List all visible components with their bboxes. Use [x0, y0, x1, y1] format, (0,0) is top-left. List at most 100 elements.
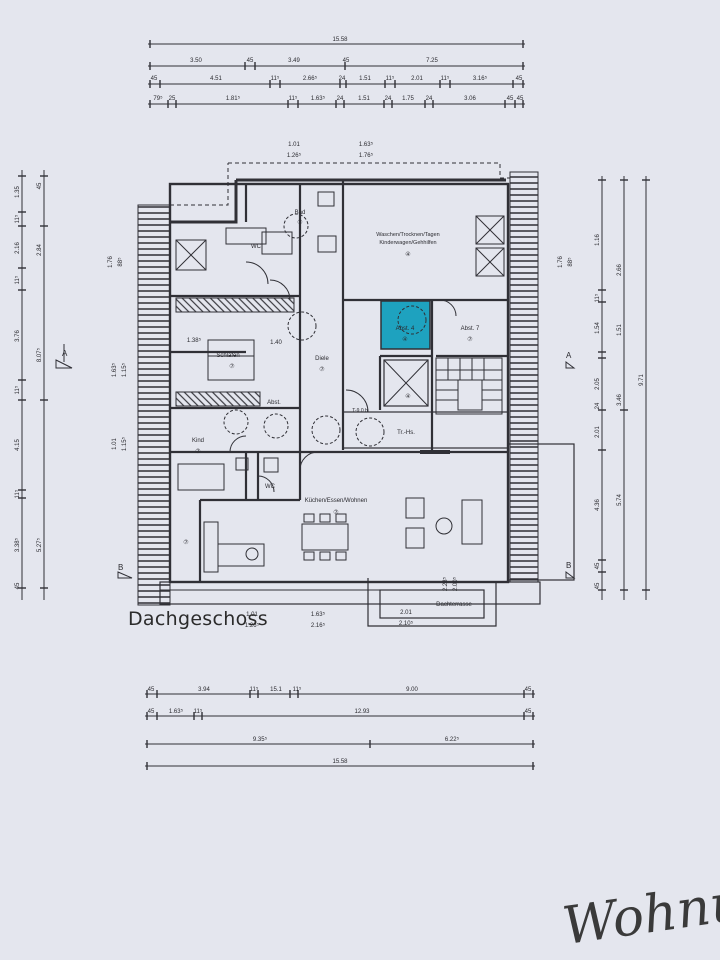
dim-label: 45	[595, 562, 601, 569]
dim-label: 9.00	[406, 687, 418, 693]
dim-label: 1.76	[108, 256, 114, 268]
dim-label: 2.84	[37, 244, 43, 256]
section-mark-b-left: B	[118, 563, 123, 572]
dim-label: 9.35⁵	[253, 736, 268, 743]
dim-label: 45	[595, 582, 601, 589]
dim-label: 2.66⁵	[303, 75, 318, 82]
right-dimension-chains	[598, 176, 650, 600]
turning-circle	[311, 415, 341, 445]
dim-label: 1.26⁵	[287, 152, 302, 159]
room-label-waschen-2: Kinderwagen/Gehhilfen	[379, 240, 436, 246]
dim-label: 11⁵	[441, 75, 450, 82]
dim-label: 11⁵	[250, 686, 259, 693]
dim-label: 3.06	[464, 96, 476, 102]
room-number-abst-4: ④	[402, 336, 407, 343]
bottom-dimension-labels: 45 3.94 11⁵ 15.1 11⁵ 9.00 45 45 1.63⁵ 11…	[148, 686, 532, 765]
dim-label: 6.22⁵	[445, 736, 460, 743]
turning-circle	[355, 417, 385, 447]
room-label-terrasse: Dachterrasse	[436, 602, 472, 608]
dim-label: 8.07⁵	[36, 347, 43, 362]
elevator-shaft	[383, 359, 429, 407]
dim-label: 1.51	[358, 96, 370, 102]
dim-label: 11⁵	[289, 95, 298, 102]
room-dim-schlafen-2: 1.40	[270, 340, 282, 346]
room-number-sw: ⑦	[183, 539, 188, 546]
dim-label: 3.16⁵	[473, 75, 488, 82]
dim-label: 1.63⁵	[169, 708, 184, 715]
child-bed	[177, 463, 225, 491]
dim-label: 45	[247, 58, 254, 64]
dim-label: 24	[337, 96, 344, 102]
toilet-fixture	[317, 191, 335, 207]
dim-label: 2.16	[15, 242, 21, 254]
top-dimension-labels: 15.58 3.50 45 3.49 45 7.25 45 4.51 11⁵ 2…	[151, 37, 524, 102]
dim-label: 3.76	[15, 330, 21, 342]
dim-label: 45	[37, 182, 43, 189]
dim-label: 11⁵	[293, 686, 302, 693]
roof-edge-bottom	[159, 581, 541, 605]
dim-label: 45	[525, 709, 532, 715]
dim-label: 5.74	[617, 494, 623, 506]
washbasin-fixture	[317, 235, 337, 253]
room-label-abst-small: Abst.	[267, 400, 281, 406]
turning-circle	[283, 213, 309, 239]
opening-dimensions: 1.01 1.26⁵ 1.63⁵ 1.76⁵ 1.63⁵ 1.15⁵ 1.01 …	[108, 141, 574, 629]
dim-label: 1.01	[112, 438, 118, 450]
plan-title: Dachgeschoss	[128, 608, 268, 630]
roof-slope-left-hatch	[137, 204, 171, 606]
dim-label: 88⁵	[567, 257, 574, 267]
turning-circle	[287, 311, 317, 341]
dim-label: 45	[507, 96, 514, 102]
room-label-bad: Bad	[295, 210, 306, 216]
section-mark-b-right: B	[566, 561, 571, 570]
room-label-diele: Diele	[315, 356, 329, 362]
dim-label: 24	[339, 76, 346, 82]
room-label-kind: Kind	[192, 438, 204, 444]
dim-label: 45	[148, 687, 155, 693]
sofa	[461, 499, 483, 545]
room-label-wc-top: WC	[251, 244, 262, 250]
dim-label: 1.15⁵	[121, 362, 128, 377]
dryer-fixture	[475, 247, 505, 277]
dim-label: 2.01	[400, 610, 412, 616]
outer-dashed-contour	[228, 162, 518, 179]
dim-label: 11⁵	[271, 75, 280, 82]
dim-label: 11⁵	[14, 214, 21, 223]
room-label-kueche: Küchen/Essen/Wohnen	[305, 498, 368, 504]
dim-label: 1.01	[288, 142, 300, 148]
staircase	[435, 357, 503, 415]
dim-label: 11⁵	[194, 708, 203, 715]
wardrobe	[175, 391, 261, 407]
dim-label: 2.16⁵	[311, 622, 326, 629]
dim-label: 24	[385, 96, 392, 102]
kitchen-island	[217, 543, 265, 567]
turning-circle	[263, 413, 289, 439]
dim-label: 7.25	[426, 58, 438, 64]
dim-label: 1.16	[595, 234, 601, 246]
wardrobe	[175, 297, 295, 313]
dim-label: 3.94	[198, 687, 210, 693]
dim-label: 11⁵	[14, 385, 21, 394]
dim-label: 45	[525, 687, 532, 693]
elevator-cross	[383, 359, 429, 407]
interior-walls	[170, 180, 508, 582]
kitchen-counter	[203, 521, 219, 573]
dim-label: 5.27⁵	[36, 537, 43, 552]
dim-label: 45	[516, 76, 523, 82]
dim-label: 3.38⁵	[14, 537, 21, 552]
dim-label: 11⁵	[386, 75, 395, 82]
dim-label: 4.36	[595, 499, 601, 511]
room-label-abst-4: Abst. 4	[396, 326, 415, 332]
dining-table	[301, 523, 349, 551]
outer-dashed-contour	[170, 163, 229, 206]
dim-label: 45	[151, 76, 158, 82]
dim-label: 45	[148, 709, 155, 715]
room-label-treppe: Tr.-Hs.	[397, 430, 415, 436]
section-mark-a-right: A	[566, 351, 572, 360]
double-bed	[207, 339, 255, 381]
dim-label: 1.35	[15, 186, 21, 198]
cooktop	[245, 547, 259, 561]
room-label-schlafen: Schlafen	[216, 353, 239, 359]
room-dim-schlafen: 1.38⁵	[187, 337, 202, 344]
